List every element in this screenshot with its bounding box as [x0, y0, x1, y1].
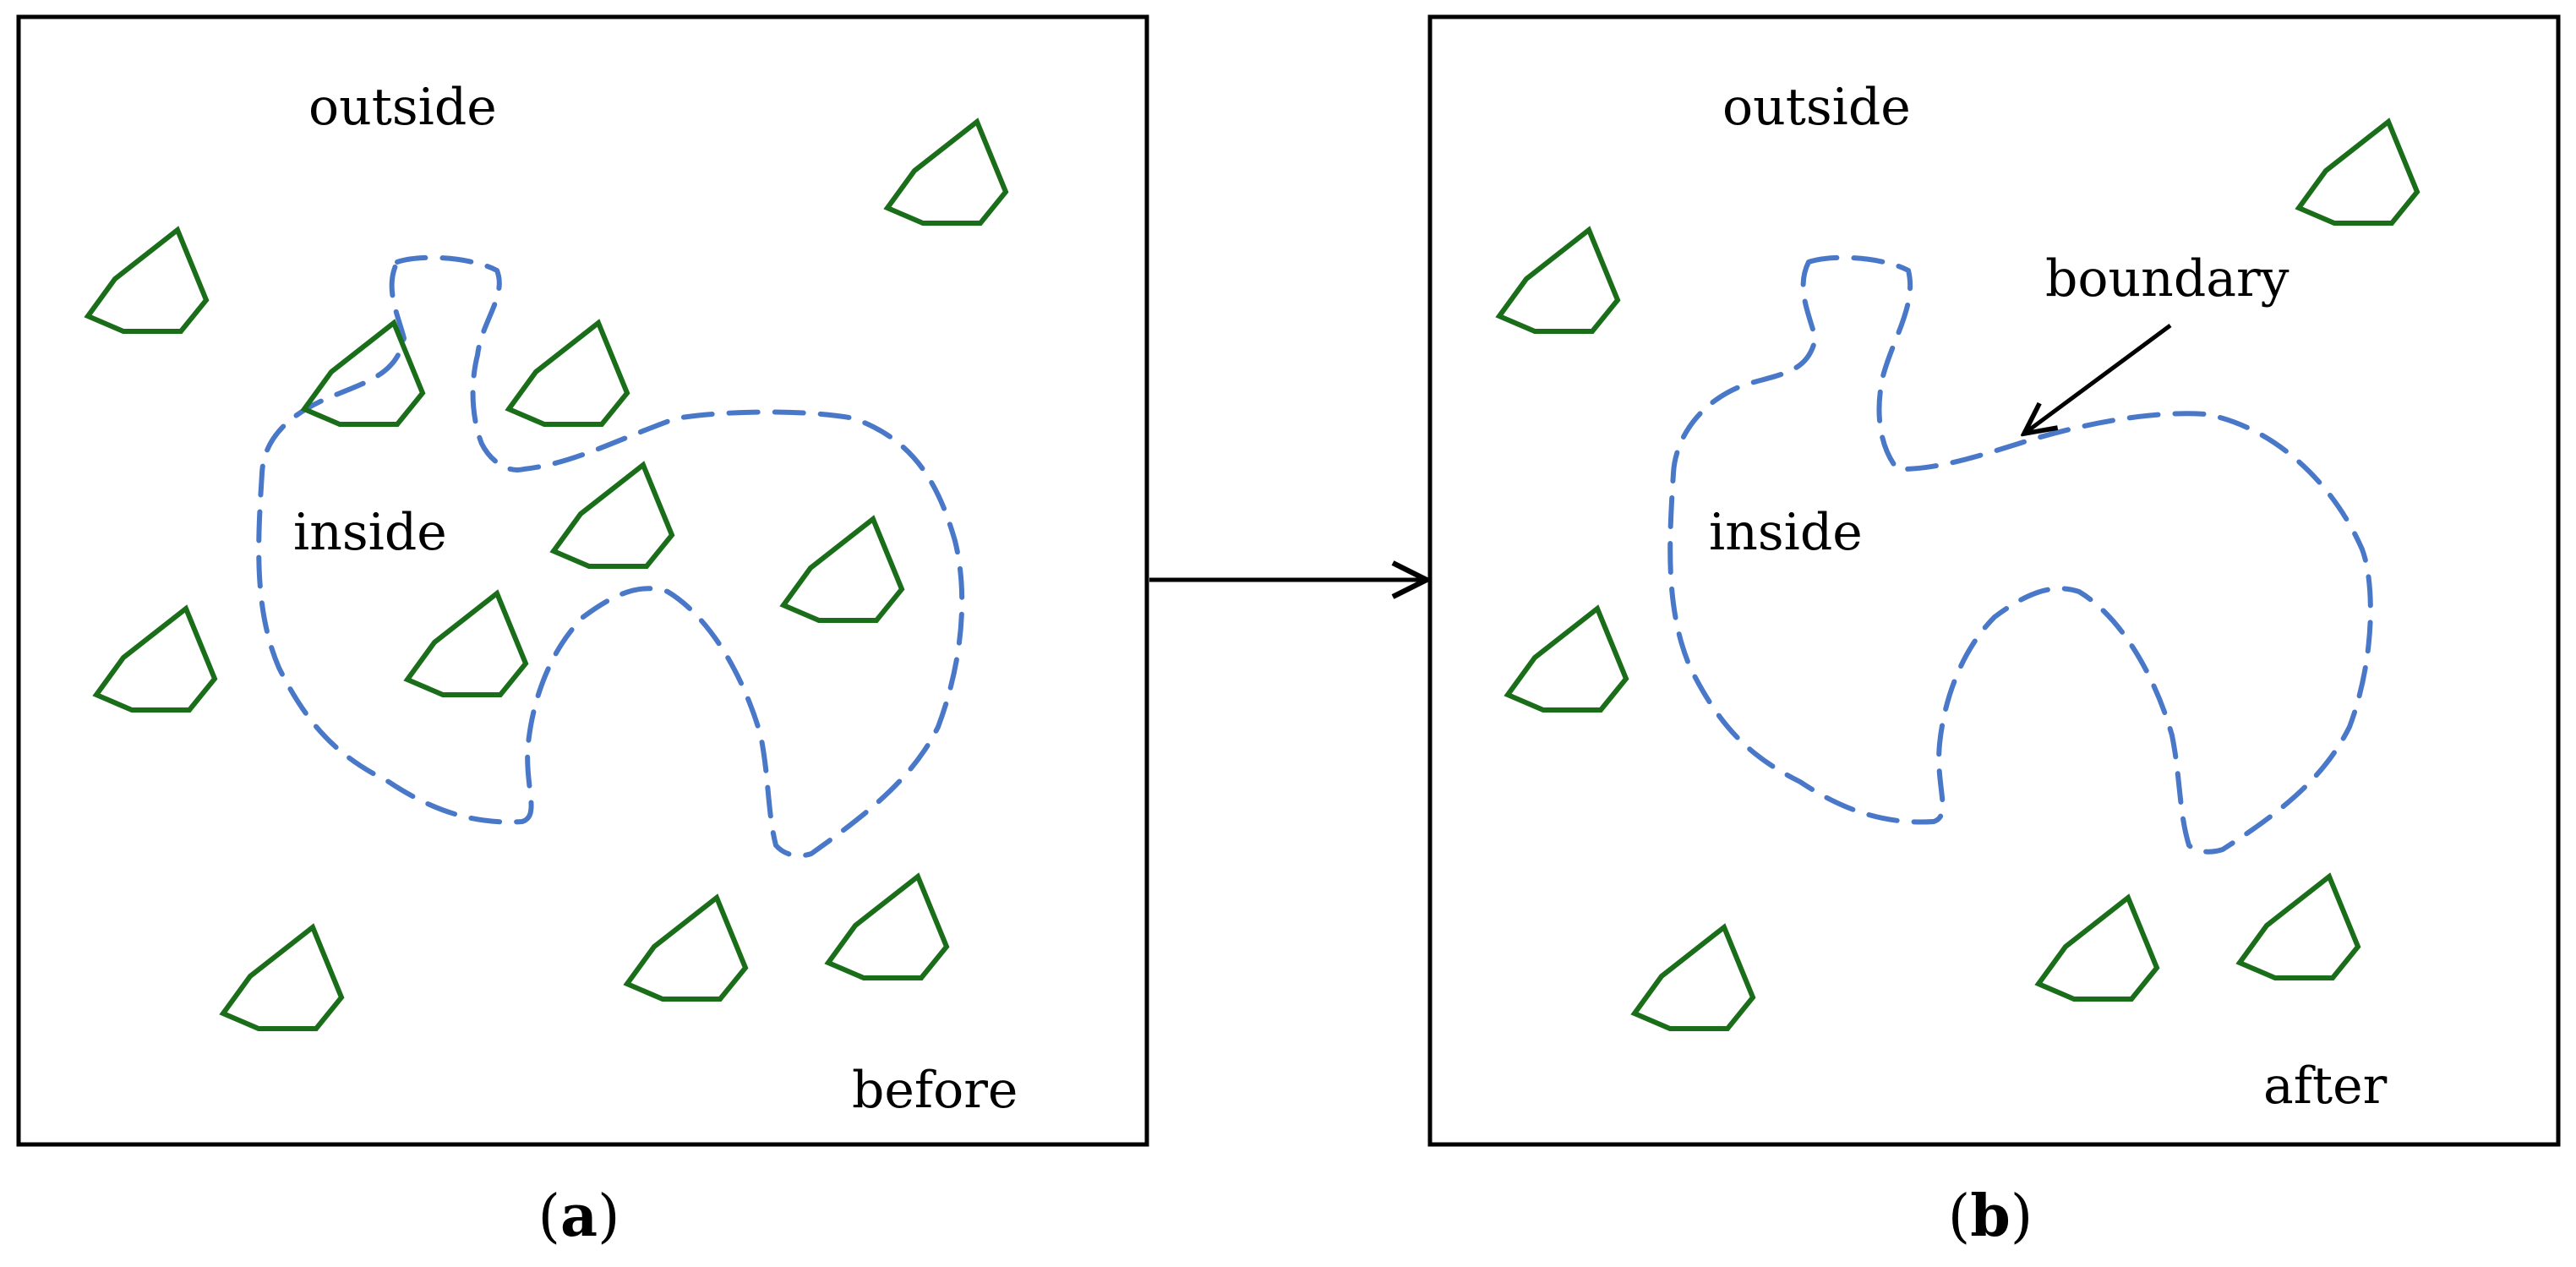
boundary-annotation-label: boundary: [2045, 249, 2289, 309]
panel-b-boundary: [1667, 254, 2373, 855]
panel-a-outside-label: outside: [308, 78, 497, 137]
panel-a-frame: [16, 14, 1149, 1147]
panel-b-inside-label: inside: [1709, 503, 1863, 562]
panel-a: outside inside before (a): [16, 14, 1149, 1250]
boundary-pointer-arrow: [2024, 323, 2172, 434]
panel-b-outside-label: outside: [1722, 78, 1911, 137]
panel-a-caption: (a): [538, 1182, 619, 1250]
panel-b-frame: [1427, 14, 2561, 1147]
panel-b-state-label: after: [2263, 1057, 2388, 1116]
panel-b-caption: (b): [1948, 1182, 2033, 1250]
panel-b: outside inside after boundary (b): [1427, 14, 2561, 1250]
panel-a-state-label: before: [852, 1061, 1018, 1120]
panel-a-inside-label: inside: [293, 503, 447, 562]
panel-a-boundary: [256, 254, 965, 859]
